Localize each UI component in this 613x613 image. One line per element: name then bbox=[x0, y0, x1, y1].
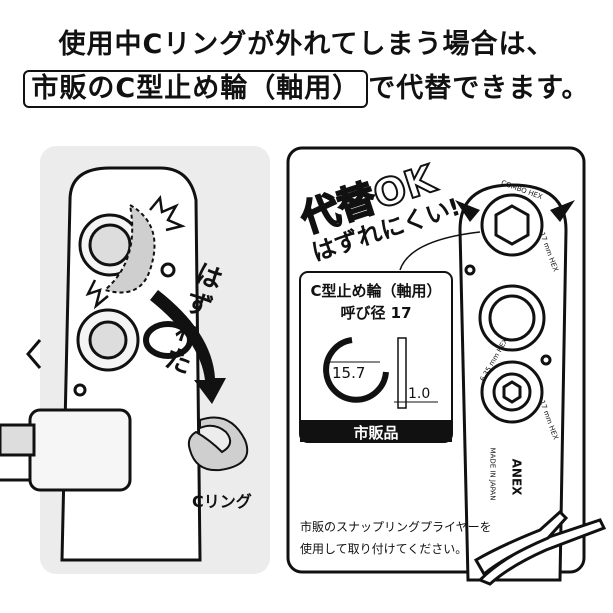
ratchet-wrench-right bbox=[458, 183, 568, 582]
badge-background bbox=[300, 420, 452, 442]
burst-mark-icon bbox=[85, 195, 186, 310]
headline-boxed-term: 市販のC型止め輪（軸用） bbox=[23, 70, 369, 108]
c-ring-label: Cリング bbox=[192, 492, 252, 511]
spec-ring-drawing bbox=[323, 337, 389, 403]
pointer-arrow-right-icon bbox=[550, 200, 575, 222]
leader-line bbox=[399, 231, 481, 271]
commercial-product-badge: 市販品 bbox=[353, 424, 399, 442]
c-ring-icon bbox=[187, 416, 249, 472]
snap-ring-pliers bbox=[473, 509, 607, 586]
made-in-label: MADE IN JAPAN bbox=[488, 447, 497, 501]
chevron-left-icon[interactable] bbox=[22, 336, 46, 372]
installation-note-line-1: 市販のスナップリングプライヤーを bbox=[300, 520, 492, 534]
socket-extension bbox=[0, 408, 132, 492]
dimension-inner-label: 15.7 bbox=[332, 364, 366, 382]
popped-ring-on-wrench bbox=[102, 203, 156, 294]
headline-line-1: 使用中Cリングが外れてしまう場合は、 bbox=[58, 29, 555, 60]
headline-line-2: 市販のC型止め輪（軸用）で代替できます。 bbox=[0, 66, 613, 108]
falling-arrow-icon bbox=[150, 290, 226, 404]
brand-logo: ANEX bbox=[509, 458, 524, 496]
spec-nominal-size: 呼び径 17 bbox=[340, 304, 412, 322]
headline-line-2-rest: で代替できます。 bbox=[368, 73, 590, 104]
pointer-arrow-left-icon bbox=[455, 200, 480, 222]
spec-title: C型止め輪（軸用） bbox=[310, 282, 442, 300]
ring-thickness-profile bbox=[397, 337, 407, 409]
dimension-thickness-label: 1.0 bbox=[408, 386, 431, 402]
installation-note: 市販のスナップリングプライヤーを 使用して取り付けてください。 bbox=[300, 516, 492, 560]
installation-note-line-2: 使用して取り付けてください。 bbox=[300, 542, 468, 556]
ring-trajectory-icon bbox=[143, 321, 193, 359]
